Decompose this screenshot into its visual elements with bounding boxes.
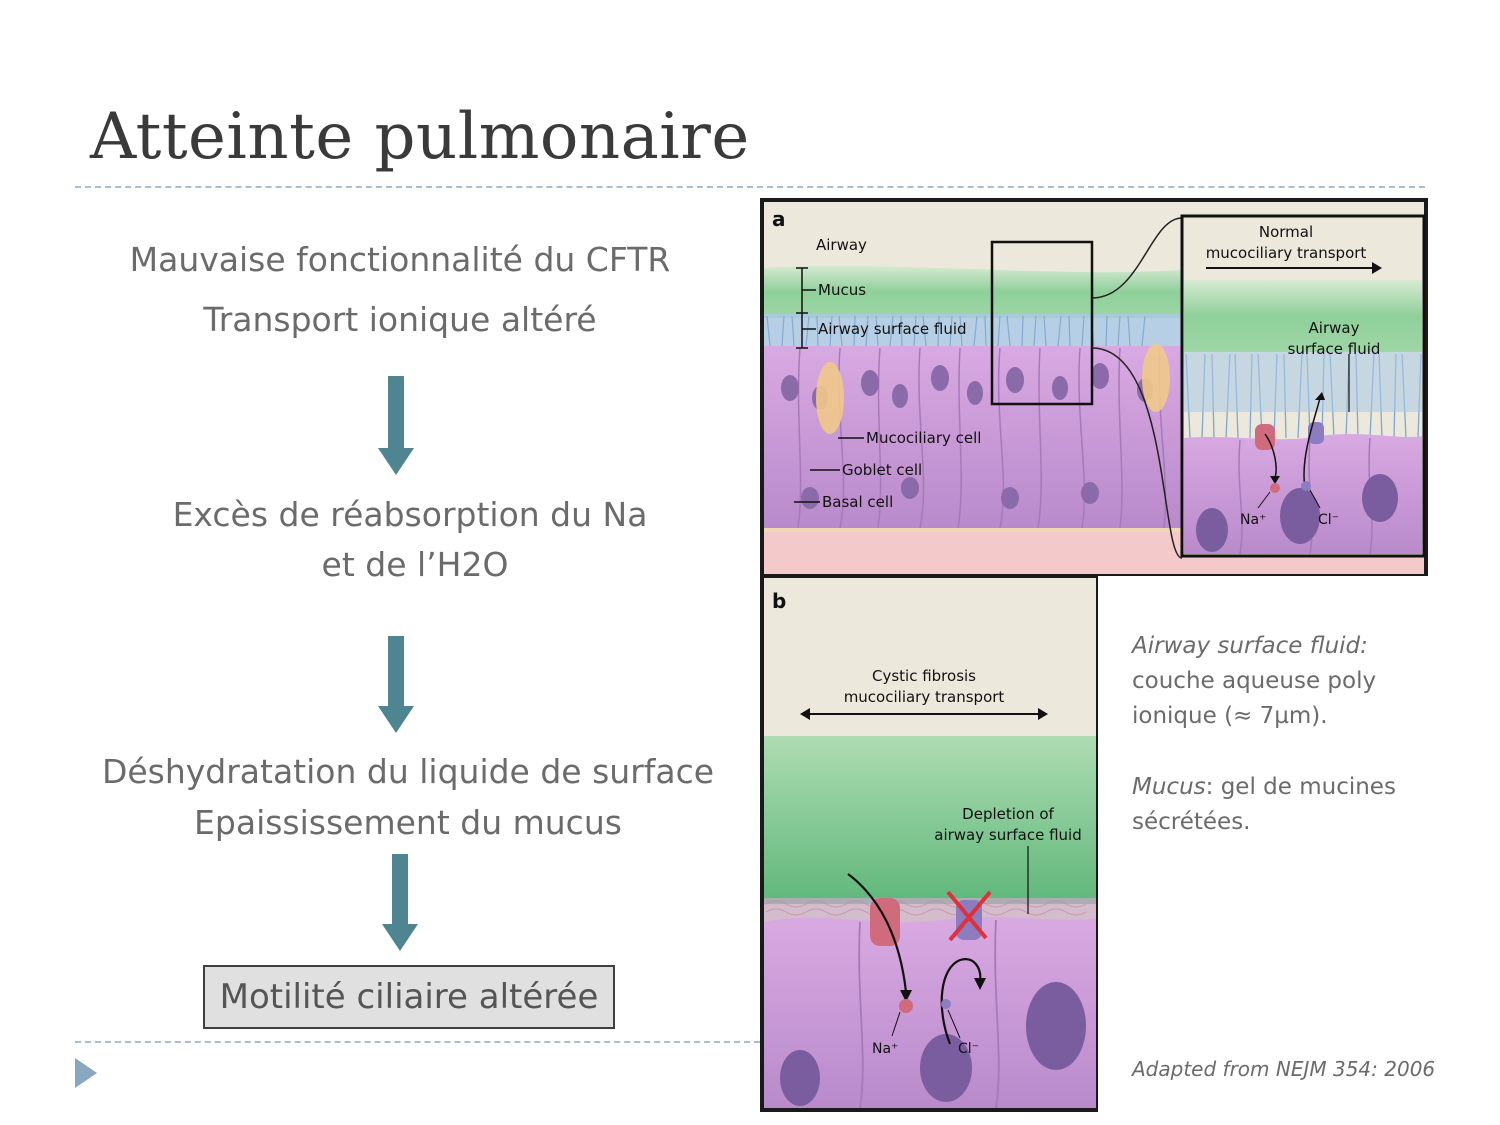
play-triangle-icon: [75, 1058, 97, 1088]
label-airway: Airway: [816, 236, 867, 254]
panel-b-cl-label: Cl⁻: [958, 1041, 979, 1057]
label-mucociliary-cell: Mucociliary cell: [866, 429, 981, 447]
flow-step2-line2: et de l’H2O: [321, 545, 509, 584]
footer-divider: [75, 1041, 760, 1043]
inset-asf-1: Airway: [1309, 319, 1360, 337]
flow-step3-line2: Epaississement du mucus: [194, 803, 622, 842]
flow-arrow-2: [378, 636, 414, 733]
flow-step3-line1: Déshydratation du liquide de surface: [101, 752, 715, 791]
airway-epithelium-figure: a Airway Mucus Airway surface fluid Muco…: [760, 198, 1428, 1112]
flow-step2-line1: Excès de réabsorption du Na: [172, 495, 648, 534]
inset-cl-label: Cl⁻: [1318, 512, 1339, 528]
inset-title-1: Normal: [1259, 223, 1313, 241]
source-credit: Adapted from NEJM 354: 2006: [1132, 1057, 1436, 1081]
flow-arrow-3: [382, 854, 418, 951]
flow-step1-line2: Transport ionique altéré: [203, 300, 597, 339]
asf-definition: couche aqueuse poly ionique (≈ 7µm).: [1132, 668, 1377, 729]
inset-title-2: mucociliary transport: [1206, 244, 1367, 262]
final-outcome-box: Motilité ciliaire altérée: [203, 965, 615, 1029]
inset-na-label: Na⁺: [1240, 512, 1266, 528]
panel-b-letter: b: [772, 589, 786, 613]
title-divider: [75, 186, 1425, 188]
flow-arrow-1: [378, 376, 414, 475]
panel-b: b Cystic fibrosis mucociliary transport …: [760, 576, 1098, 1112]
panel-b-na-label: Na⁺: [872, 1041, 898, 1057]
panel-a: a Airway Mucus Airway surface fluid Muco…: [760, 198, 1428, 576]
depletion-label-1: Depletion of: [962, 805, 1054, 823]
asf-note: Airway surface fluid: couche aqueuse pol…: [1132, 629, 1442, 734]
inset-asf-2: surface fluid: [1288, 340, 1381, 358]
mucus-definition: : gel de mucines sécrétées.: [1132, 774, 1396, 835]
panel-b-title-2: mucociliary transport: [844, 688, 1005, 706]
mucus-term: Mucus: [1132, 774, 1206, 800]
flow-step1-line1: Mauvaise fonctionnalité du CFTR: [129, 240, 671, 279]
label-basal-cell: Basal cell: [822, 493, 893, 511]
mucus-note: Mucus: gel de mucines sécrétées.: [1132, 770, 1442, 840]
slide-title: Atteinte pulmonaire: [90, 100, 750, 174]
asf-term: Airway surface fluid:: [1132, 633, 1368, 659]
depletion-label-2: airway surface fluid: [934, 826, 1081, 844]
label-goblet-cell: Goblet cell: [842, 461, 922, 479]
label-asf: Airway surface fluid: [818, 320, 967, 338]
label-mucus: Mucus: [818, 281, 866, 299]
panel-b-title-1: Cystic fibrosis: [872, 667, 976, 685]
panel-a-letter: a: [772, 207, 786, 231]
